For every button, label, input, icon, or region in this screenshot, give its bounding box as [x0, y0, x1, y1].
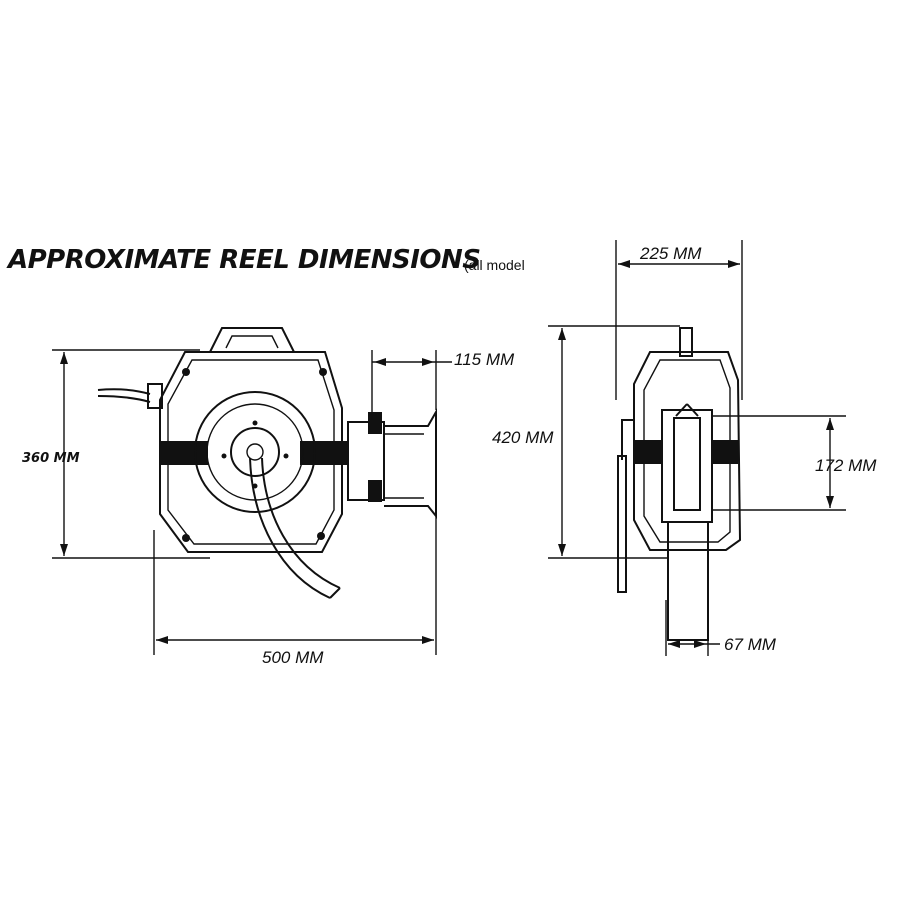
front-width-label: 500 MM [262, 648, 324, 667]
front-height-label: 360 MM [22, 451, 80, 466]
diagram-subtitle: (all model [464, 257, 525, 273]
diagram-title: APPROXIMATE REEL DIMENSIONS [8, 245, 481, 275]
side-view-reel [617, 327, 742, 641]
side-width-label: 225 MM [640, 244, 702, 263]
side-bracket-height-label: 172 MM [815, 456, 877, 475]
side-bracket-width-label: 67 MM [724, 635, 776, 654]
front-depth-offset-label: 115 MM [454, 350, 515, 369]
side-height-label: 420 MM [492, 428, 554, 447]
front-view-dimension-lines [52, 349, 452, 655]
side-view-dimension-lines [548, 240, 846, 656]
